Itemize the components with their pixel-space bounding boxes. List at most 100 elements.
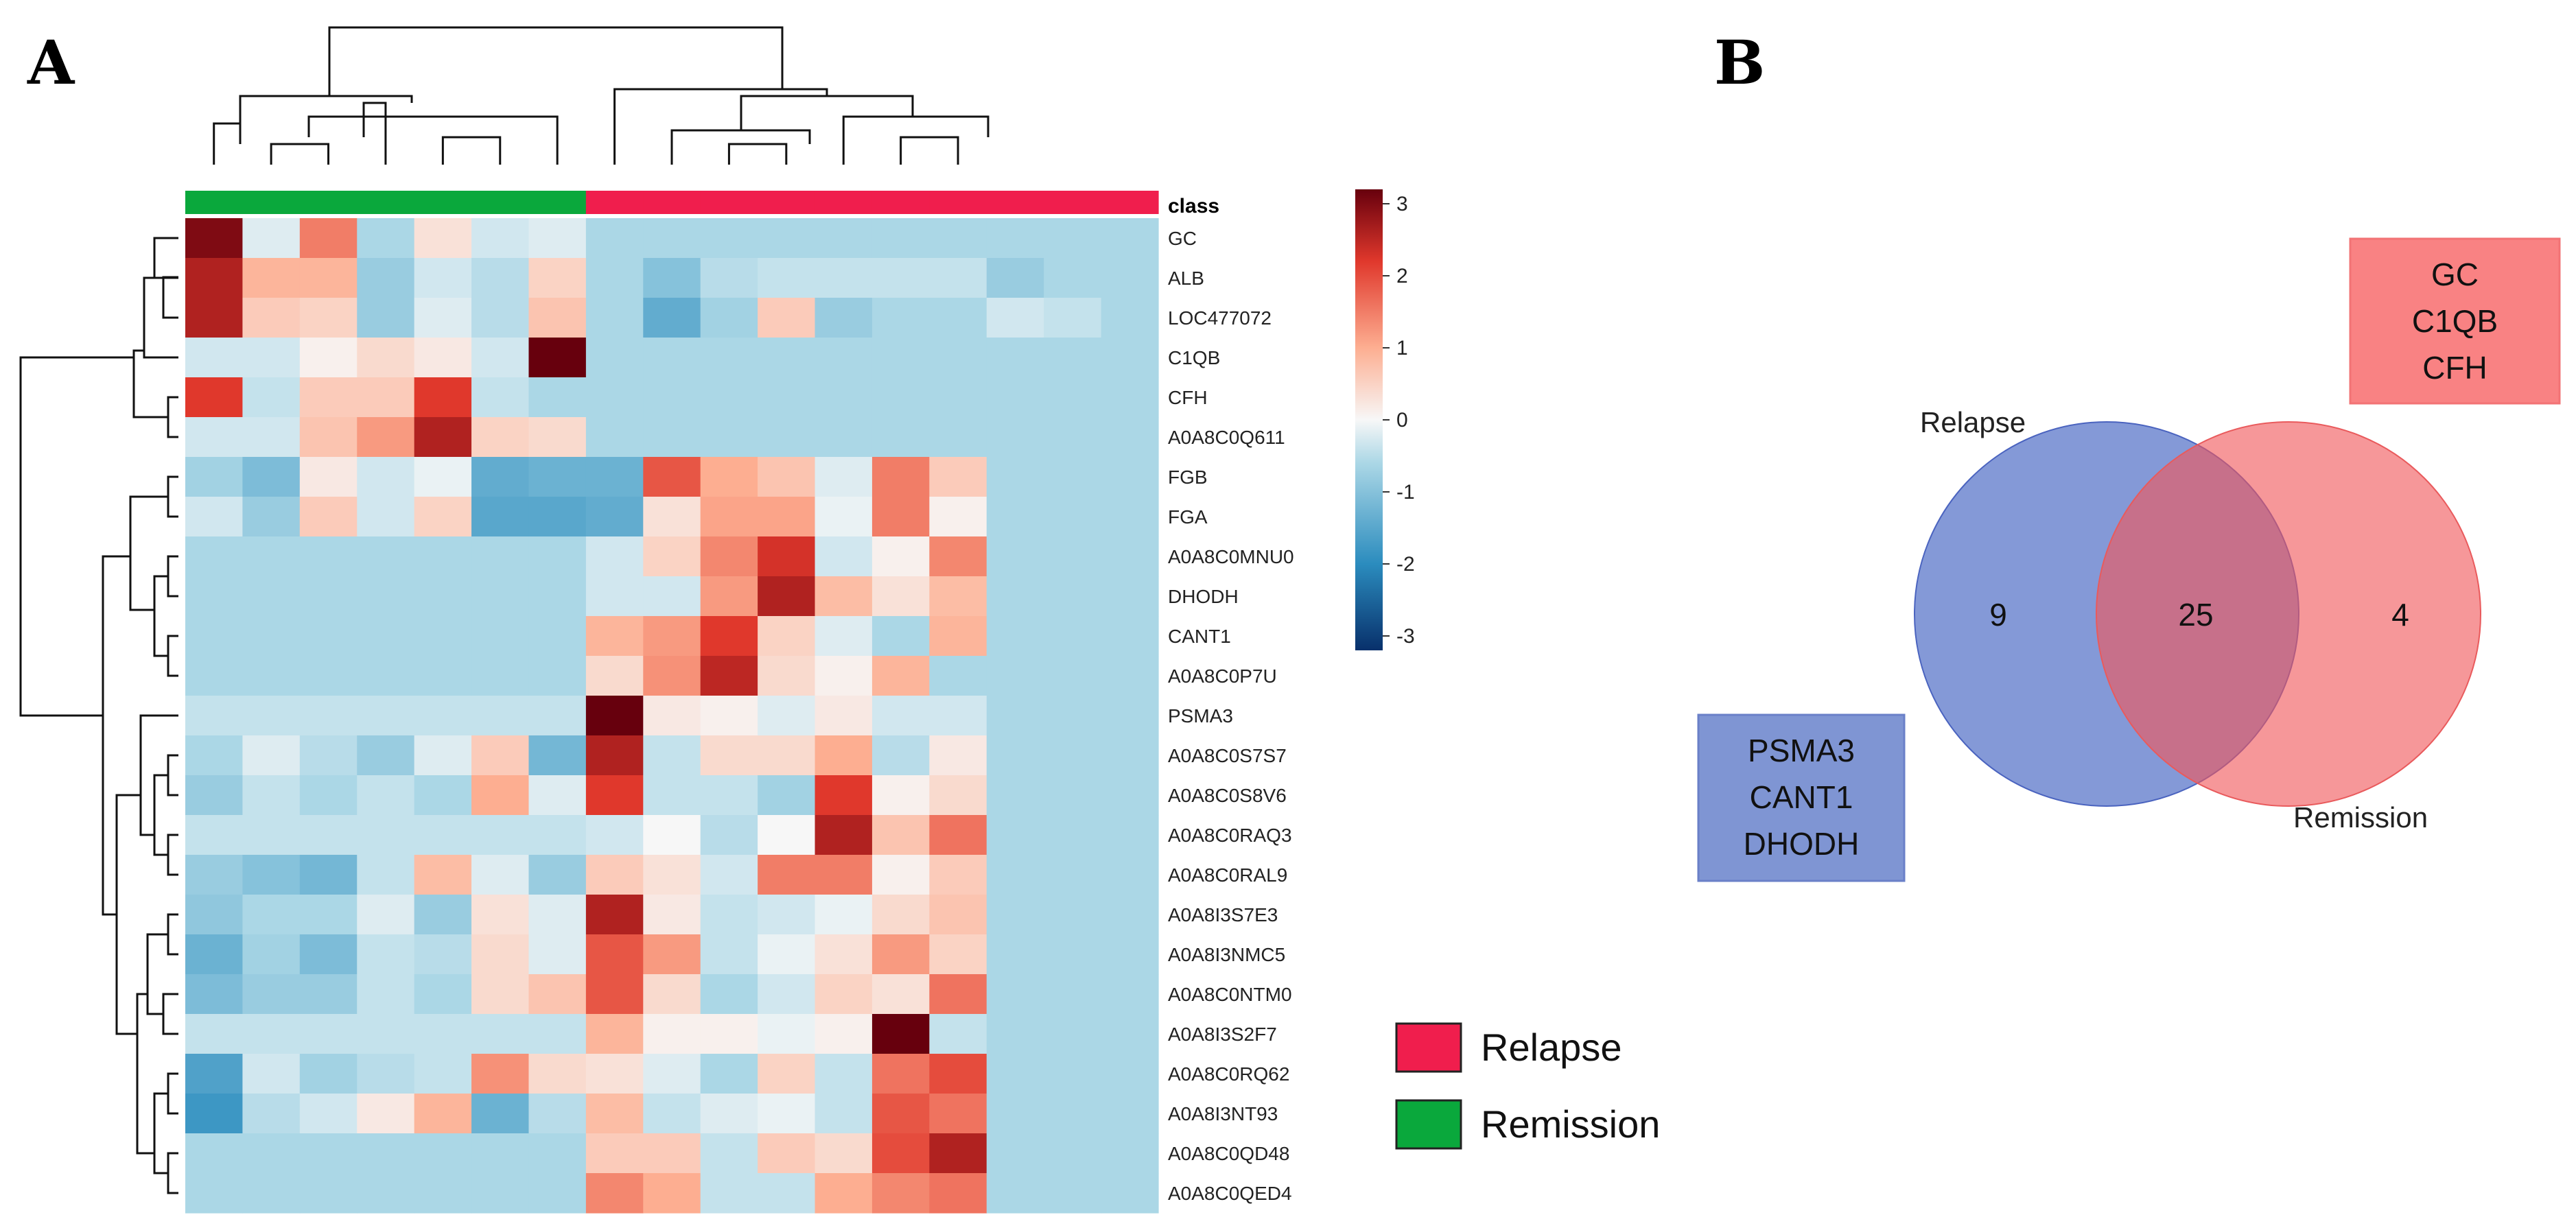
column-dendrogram-branch <box>213 122 242 165</box>
heatmap-cell <box>700 338 758 378</box>
heatmap-cell <box>528 696 587 736</box>
heatmap-cell <box>414 934 472 975</box>
heatmap-cell <box>471 457 530 497</box>
heatmap-cell <box>758 457 816 497</box>
heatmap-cell <box>815 656 873 696</box>
heatmap-cell <box>242 1014 301 1054</box>
heatmap-cell <box>528 536 587 577</box>
heatmap-cell <box>1101 457 1159 497</box>
heatmap-cell <box>643 536 701 577</box>
heatmap-cell <box>528 417 587 458</box>
heatmap-cell <box>242 497 301 537</box>
heatmap-cell <box>185 656 244 696</box>
heatmap-cell <box>585 1133 644 1174</box>
heatmap-cell <box>585 377 644 418</box>
color-scale-tick-label: 1 <box>1396 337 1408 359</box>
heatmap-cell <box>758 218 816 259</box>
heatmap-cell <box>414 497 472 537</box>
heatmap-cell <box>986 895 1044 935</box>
heatmap-cell <box>758 298 816 338</box>
legend-swatch <box>1395 1099 1462 1150</box>
heatmap-cell <box>471 536 530 577</box>
heatmap-cell <box>1101 497 1159 537</box>
heatmap-cell <box>929 1173 987 1214</box>
heatmap-cell <box>528 497 587 537</box>
heatmap-cell <box>185 457 244 497</box>
heatmap-cell <box>528 815 587 855</box>
heatmap-cell <box>871 855 930 895</box>
heatmap-cell <box>299 536 358 577</box>
heatmap-cell <box>414 815 472 855</box>
heatmap-cell <box>643 218 701 259</box>
heatmap-cell <box>1044 696 1102 736</box>
heatmap-cell <box>758 775 816 816</box>
heatmap-cell <box>1101 258 1159 298</box>
heatmap-cell <box>585 815 644 855</box>
column-dendrogram-branch <box>270 143 330 165</box>
heatmap-cell <box>357 815 415 855</box>
row-dendrogram-branch <box>167 1072 178 1115</box>
heatmap-cell <box>758 1014 816 1054</box>
heatmap-cell <box>643 377 701 418</box>
heatmap-cell <box>242 815 301 855</box>
column-dendrogram-branch <box>362 102 387 165</box>
heatmap-cell <box>643 974 701 1015</box>
heatmap-cell <box>357 616 415 657</box>
row-label: GC <box>1168 228 1197 249</box>
row-label: A0A8C0QED4 <box>1168 1183 1292 1204</box>
heatmap-cell <box>242 934 301 975</box>
heatmap-cell <box>299 735 358 776</box>
heatmap-cell <box>471 258 530 298</box>
heatmap-cell <box>871 616 930 657</box>
heatmap-cell <box>815 457 873 497</box>
heatmap-cell <box>758 377 816 418</box>
heatmap-cell <box>299 616 358 657</box>
heatmap-cell <box>700 775 758 816</box>
heatmap-cell <box>758 338 816 378</box>
heatmap-cell <box>299 218 358 259</box>
heatmap-cell <box>758 497 816 537</box>
heatmap-cell <box>758 696 816 736</box>
venn-circle-remission <box>2096 421 2481 807</box>
heatmap-cell <box>871 338 930 378</box>
heatmap-cell <box>299 377 358 418</box>
heatmap-cell <box>986 1133 1044 1174</box>
heatmap-cell <box>357 258 415 298</box>
heatmap-cell <box>414 735 472 776</box>
heatmap-cell <box>700 258 758 298</box>
heatmap-cell <box>357 1133 415 1174</box>
heatmap-cell <box>871 895 930 935</box>
heatmap-cell <box>242 1133 301 1174</box>
heatmap-cell <box>242 1094 301 1134</box>
heatmap-cell <box>700 616 758 657</box>
heatmap-cell <box>414 338 472 378</box>
heatmap-cell <box>871 258 930 298</box>
heatmap-cell <box>585 1054 644 1094</box>
row-label: A0A8C0P7U <box>1168 665 1277 687</box>
class-bar-segment <box>185 191 244 214</box>
heatmap-cell <box>585 1094 644 1134</box>
heatmap-cell <box>1044 974 1102 1015</box>
heatmap-cell <box>414 417 472 458</box>
heatmap-cell <box>1044 1094 1102 1134</box>
heatmap-cell <box>471 1133 530 1174</box>
heatmap-cell <box>815 1173 873 1214</box>
heatmap-cell <box>299 855 358 895</box>
heatmap-cell <box>299 497 358 537</box>
heatmap-cell <box>357 377 415 418</box>
heatmap-cell <box>585 576 644 617</box>
heatmap-cell <box>815 1094 873 1134</box>
heatmap-cell <box>700 457 758 497</box>
box-protein-label: PSMA3 <box>1748 733 1855 768</box>
heatmap-cell <box>1101 1054 1159 1094</box>
heatmap-cell <box>242 656 301 696</box>
heatmap-cell <box>986 735 1044 776</box>
heatmap-cell <box>299 775 358 816</box>
color-scale-gradient-bar <box>1355 189 1383 650</box>
heatmap-cell <box>871 696 930 736</box>
heatmap-cell <box>986 656 1044 696</box>
heatmap-cell <box>643 895 701 935</box>
class-bar-segment <box>871 191 930 214</box>
heatmap-cell <box>414 536 472 577</box>
heatmap-cell <box>700 696 758 736</box>
